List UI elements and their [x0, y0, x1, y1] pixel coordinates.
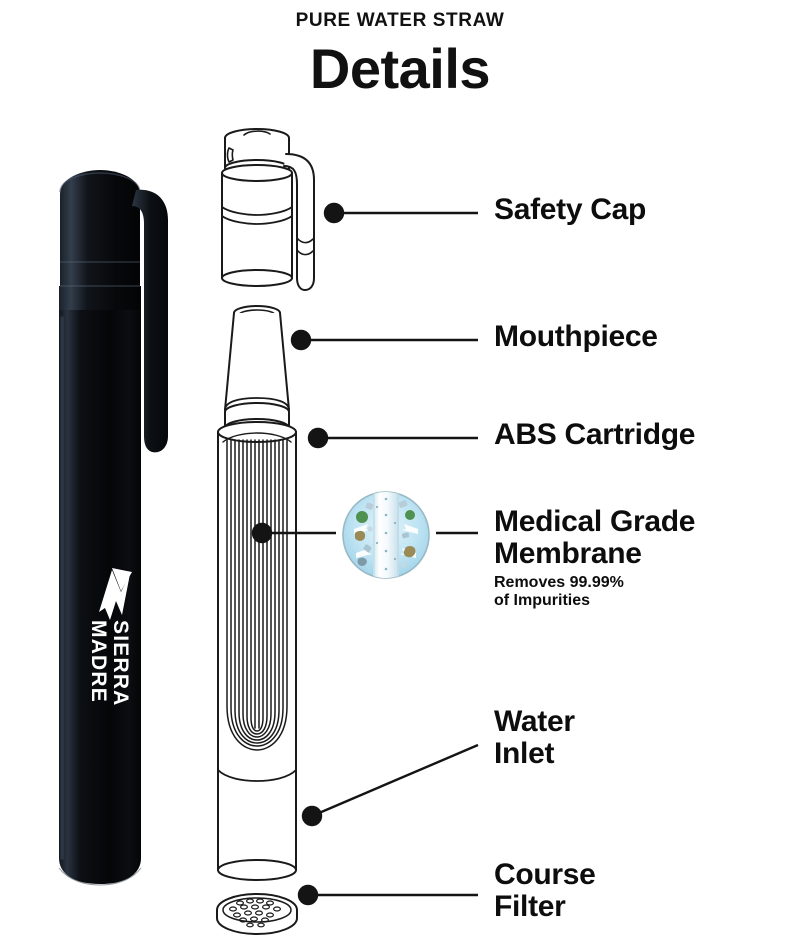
exploded-diagram: [216, 128, 315, 935]
photo-body: [58, 310, 142, 886]
mountain-m-logo: [99, 568, 132, 620]
callout-abs-cartridge: ABS Cartridge: [494, 419, 695, 451]
callout-label: ABS Cartridge: [494, 418, 696, 451]
callout-label: Medical Grade Membrane: [494, 505, 696, 570]
callout-safety-cap: Safety Cap: [494, 194, 646, 226]
eyebrow-title: PURE WATER STRAW: [295, 10, 505, 31]
mouthpiece-drawing: [224, 305, 290, 438]
callout-sublabel: Removes 99.99% of Impurities: [494, 573, 624, 610]
safety-cap-drawing: [221, 128, 315, 291]
callout-mouthpiece: Mouthpiece: [494, 321, 658, 353]
contaminant-particles: [355, 500, 416, 568]
callout-medical-grade-membrane: Medical Grade Membrane Removes 99.99% of…: [494, 506, 695, 611]
callout-label: Course Filter: [494, 858, 596, 923]
callout-label: Water Inlet: [494, 705, 575, 770]
photo-cap: [59, 170, 141, 312]
hollow-fiber-membrane-strands: [222, 432, 292, 751]
abs-cartridge-drawing: [217, 421, 297, 881]
callout-course-filter: Course Filter: [494, 859, 596, 923]
product-photo: SIERRA MADRE: [58, 170, 168, 886]
brand-name-line-2: MADRE: [87, 620, 110, 703]
photo-pocket-clip: [132, 189, 168, 453]
callout-label: Safety Cap: [494, 193, 647, 226]
brand-lockup: SIERRA MADRE: [87, 568, 132, 707]
callout-water-inlet: Water Inlet: [494, 706, 575, 770]
brand-name-line-1: SIERRA: [109, 620, 132, 707]
page-title: Details: [309, 37, 491, 100]
membrane-magnifier-icon: [342, 491, 430, 579]
course-filter-disc: [216, 893, 298, 935]
callout-label: Mouthpiece: [494, 320, 658, 353]
